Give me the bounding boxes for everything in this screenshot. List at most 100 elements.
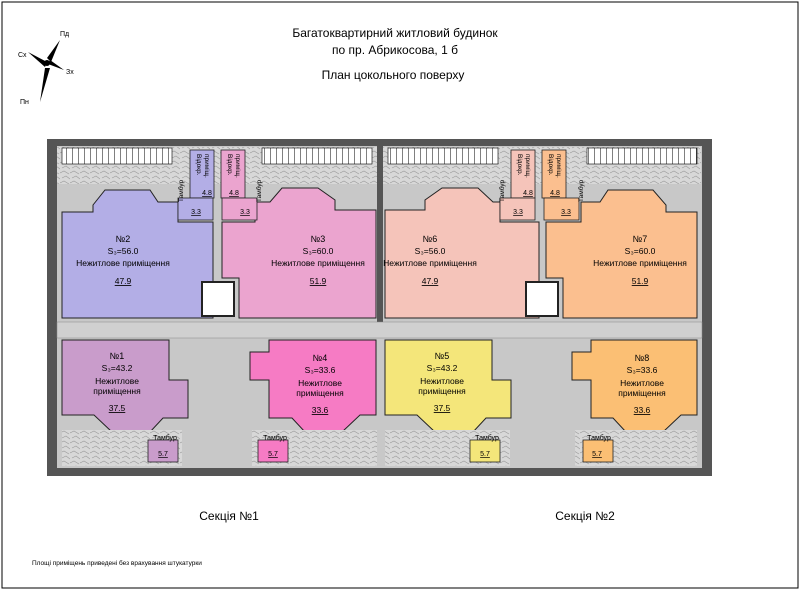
room-3-name1: Нежитлове приміщення [383,258,477,268]
room-4-area: S₃=60.0 [625,246,656,256]
tambur-top-4[interactable] [543,197,580,221]
page-frame [1,1,799,589]
tambur-top-label-4: Тамбур [577,180,585,202]
section-2-label: Секція №2 [555,509,615,523]
room-6[interactable] [384,187,540,319]
stairs-top-2 [261,147,373,165]
room-4[interactable] [249,339,377,433]
room-8-name1: Нежитлове [620,378,664,388]
title-line-2: по пр. Абрикосова, 1 б [332,43,458,57]
detached-label-3a: Відокр. [516,154,524,176]
room-6-area: S₃=33.6 [305,365,336,375]
room-7-name2: приміщення [418,386,466,396]
inner-corridor-2 [512,340,567,462]
room-8-name2: приміщення [618,388,666,398]
tambur-top-area-2: 3.3 [240,209,250,216]
tambur-top-label-3: Тамбур [498,180,506,202]
room-2-name1: Нежитлове приміщення [271,258,365,268]
detached-label-1a: Відокр. [195,154,203,176]
room-8[interactable] [571,339,698,433]
compass-rose-icon [28,40,64,102]
section-1-label: Секція №1 [199,509,259,523]
tambur-bottom-1[interactable] [147,439,179,463]
tambur-top-label-1: Тамбур [177,180,185,202]
shaft-2 [525,281,559,317]
room-2-area: S₃=60.0 [303,246,334,256]
footnote: Площі приміщень приведені без врахування… [32,559,202,567]
room-3-area: S₃=56.0 [415,246,446,256]
tambur-bottom-label-3: Тамбур [475,434,499,442]
room-5[interactable] [384,339,512,433]
tambur-top-area-4: 3.3 [561,209,571,216]
detached-area-1: 4.8 [202,190,212,197]
room-5-name2: приміщення [93,386,141,396]
room-5-num: №1 [110,351,125,361]
room-1-name1: Нежитлове приміщення [76,258,170,268]
room-4-net: 51.9 [632,276,649,286]
room-detached-1[interactable] [189,149,215,199]
compass-west-label: Зх [66,69,74,76]
room-4-num: №7 [633,234,648,244]
tambur-top-1[interactable] [177,197,214,221]
detached-area-2: 4.8 [229,190,239,197]
stairs-top-4 [586,147,698,165]
tambur-top-label-2: Тамбур [255,180,263,202]
room-7-net: 37.5 [434,403,451,413]
tambur-bottom-2[interactable] [257,439,289,463]
room-7-num: №5 [435,351,450,361]
room-3[interactable] [221,187,377,319]
detached-area-3: 4.8 [523,190,533,197]
room-3-num: №6 [423,234,438,244]
stairs-top-1 [61,147,173,165]
compass-north-label: Пн [20,99,29,106]
title-line-1: Багатоквартирний житловий будинок [292,26,498,40]
compass-south-label: Пд [60,31,69,38]
stairs-top-3 [387,147,499,165]
room-7[interactable] [545,189,698,319]
room-4-name1: Нежитлове приміщення [593,258,687,268]
room-6-net: 33.6 [312,405,329,415]
section-divider-wall [377,140,383,332]
inner-corridor-1 [190,340,245,462]
room-6-num: №4 [313,353,328,363]
detached-label-4a: Відокр. [547,154,555,176]
tambur-bottom-label-2: Тамбур [263,434,287,442]
room-1-num: №2 [116,234,131,244]
tambur-bottom-area-2: 5.7 [268,451,278,458]
room-6-name1: Нежитлове [298,378,342,388]
tambur-top-area-3: 3.3 [513,209,523,216]
title-line-3: План цокольного поверху [322,68,465,82]
room-2[interactable] [61,189,214,319]
room-8-area: S₃=33.6 [627,365,658,375]
room-8-num: №8 [635,353,650,363]
room-2-num: №3 [311,234,326,244]
room-7-area: S₃=43.2 [427,363,458,373]
detached-label-4b: приміщ. [555,154,563,178]
room-7-name1: Нежитлове [420,376,464,386]
room-2-net: 51.9 [310,276,327,286]
tambur-top-area-1: 3.3 [191,209,201,216]
compass-east-label: Сх [18,52,27,59]
tambur-bottom-4[interactable] [582,439,614,463]
room-1-net: 47.9 [115,276,132,286]
tambur-bottom-area-4: 5.7 [592,451,602,458]
tambur-bottom-3[interactable] [469,439,501,463]
tambur-bottom-label-4: Тамбур [587,434,611,442]
room-5-net: 37.5 [109,403,126,413]
tambur-top-3[interactable] [499,197,536,221]
detached-label-2a: Відокр. [226,154,234,176]
tambur-bottom-area-1: 5.7 [158,451,168,458]
room-1[interactable] [61,339,189,433]
room-8-net: 33.6 [634,405,651,415]
tambur-top-2[interactable] [221,197,258,221]
detached-area-4: 4.8 [550,190,560,197]
room-detached-2[interactable] [220,149,246,199]
room-3-net: 47.9 [422,276,439,286]
tambur-bottom-label-1: Тамбур [153,434,177,442]
room-5-area: S₃=43.2 [102,363,133,373]
detached-label-1b: приміщ. [203,154,211,178]
shaft-1 [201,281,235,317]
